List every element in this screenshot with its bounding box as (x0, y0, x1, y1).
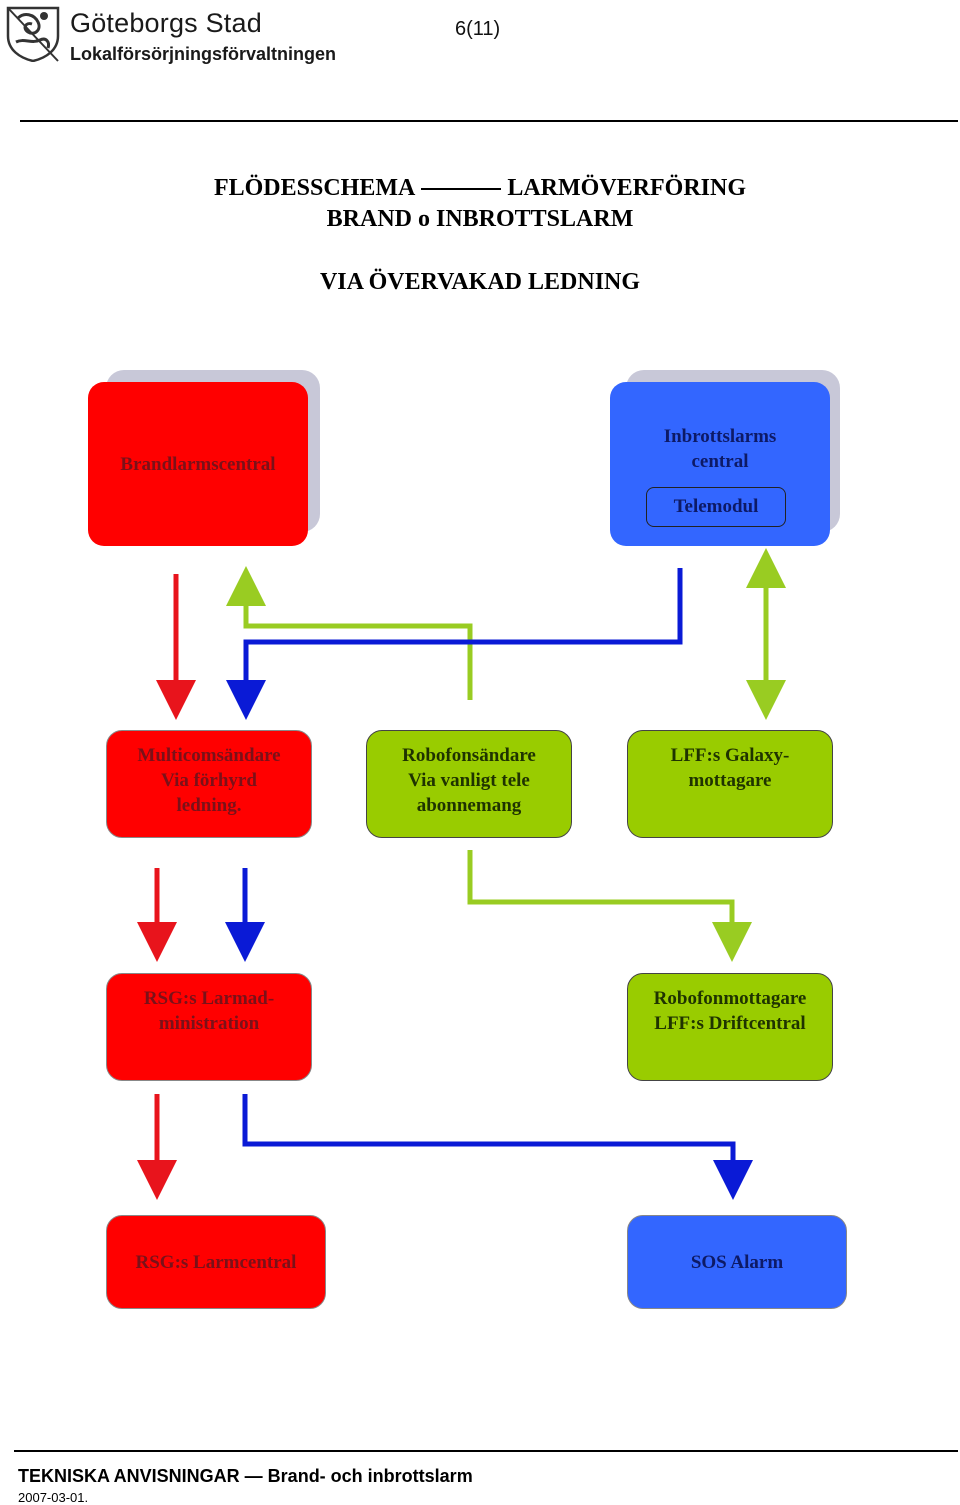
arrow-blue-rsg-admin-to-sos (242, 1094, 753, 1200)
title-line-1-right: LARMÖVERFÖRING (507, 175, 747, 201)
arrow-green-robofon-to-brand (226, 566, 473, 700)
title-line-2: BRAND o INBROTTSLARM (326, 206, 634, 232)
node-rsg-larmadministration: RSG:s Larmad- ministration (106, 973, 312, 1081)
node-galaxy-line2: mottagare (688, 770, 772, 791)
node-rsg-larmcentral-label: RSG:s Larmcentral (135, 1251, 297, 1273)
node-robofonmott-line1: Robofonmottagare (653, 988, 807, 1009)
node-sos-alarm: SOS Alarm (627, 1215, 847, 1309)
node-rsg-larmcentral: RSG:s Larmcentral (106, 1215, 326, 1309)
footer-rule (14, 1450, 958, 1452)
footer-title: TEKNISKA ANVISNINGAR — Brand- och inbrot… (18, 1466, 473, 1486)
node-brandlarmscentral-label: Brandlarmscentral (120, 453, 276, 475)
node-multicom-line2: Via förhyrd (161, 770, 257, 791)
node-multicomsandare: Multicomsändare Via förhyrd ledning. (106, 730, 312, 838)
title-dash (421, 188, 502, 191)
header-rule (20, 120, 958, 122)
node-robofonmottagare: Robofonmottagare LFF:s Driftcentral (627, 973, 833, 1081)
node-inbrott-line1: Inbrottslarms (663, 426, 777, 447)
node-robofonsandare: Robofonsändare Via vanligt tele abonnema… (366, 730, 572, 838)
title-line-3: VIA ÖVERVAKAD LEDNING (319, 269, 641, 295)
title-line-1-left: FLÖDESSCHEMA (213, 175, 416, 201)
node-robofon-line3: abonnemang (416, 795, 522, 816)
node-robofonmott-line2: LFF:s Driftcentral (654, 1013, 806, 1034)
node-galaxy-mottagare: LFF:s Galaxy- mottagare (627, 730, 833, 838)
node-multicom-line3: ledning. (176, 795, 242, 816)
arrow-blue-inbrott-to-multicom (226, 568, 683, 720)
node-multicom-line1: Multicomsändare (137, 745, 281, 766)
node-inbrott-line2: central (691, 451, 749, 472)
node-robofon-line2: Via vanligt tele (408, 770, 530, 791)
node-rsg-admin-line2: ministration (158, 1013, 260, 1034)
org-name: Göteborgs Stad (70, 8, 262, 38)
node-rsg-admin-line1: RSG:s Larmad- (143, 988, 275, 1009)
title-line-1: FLÖDESSCHEMA LARMÖVERFÖRING (0, 175, 960, 202)
node-robofon-line1: Robofonsändare (402, 745, 536, 766)
org-subtitle: Lokalförsörjningsförvaltningen (70, 44, 337, 64)
arrow-green-robofon-to-drift (467, 850, 752, 962)
node-brandlarmscentral: Brandlarmscentral (88, 382, 308, 546)
footer-date: 2007-03-01. (18, 1490, 89, 1505)
page-number: 6(11) (455, 18, 501, 40)
city-logo-icon (4, 2, 62, 63)
node-telemodul: Telemodul (646, 487, 786, 527)
node-galaxy-line1: LFF:s Galaxy- (670, 745, 790, 766)
node-sos-alarm-label: SOS Alarm (690, 1251, 784, 1273)
